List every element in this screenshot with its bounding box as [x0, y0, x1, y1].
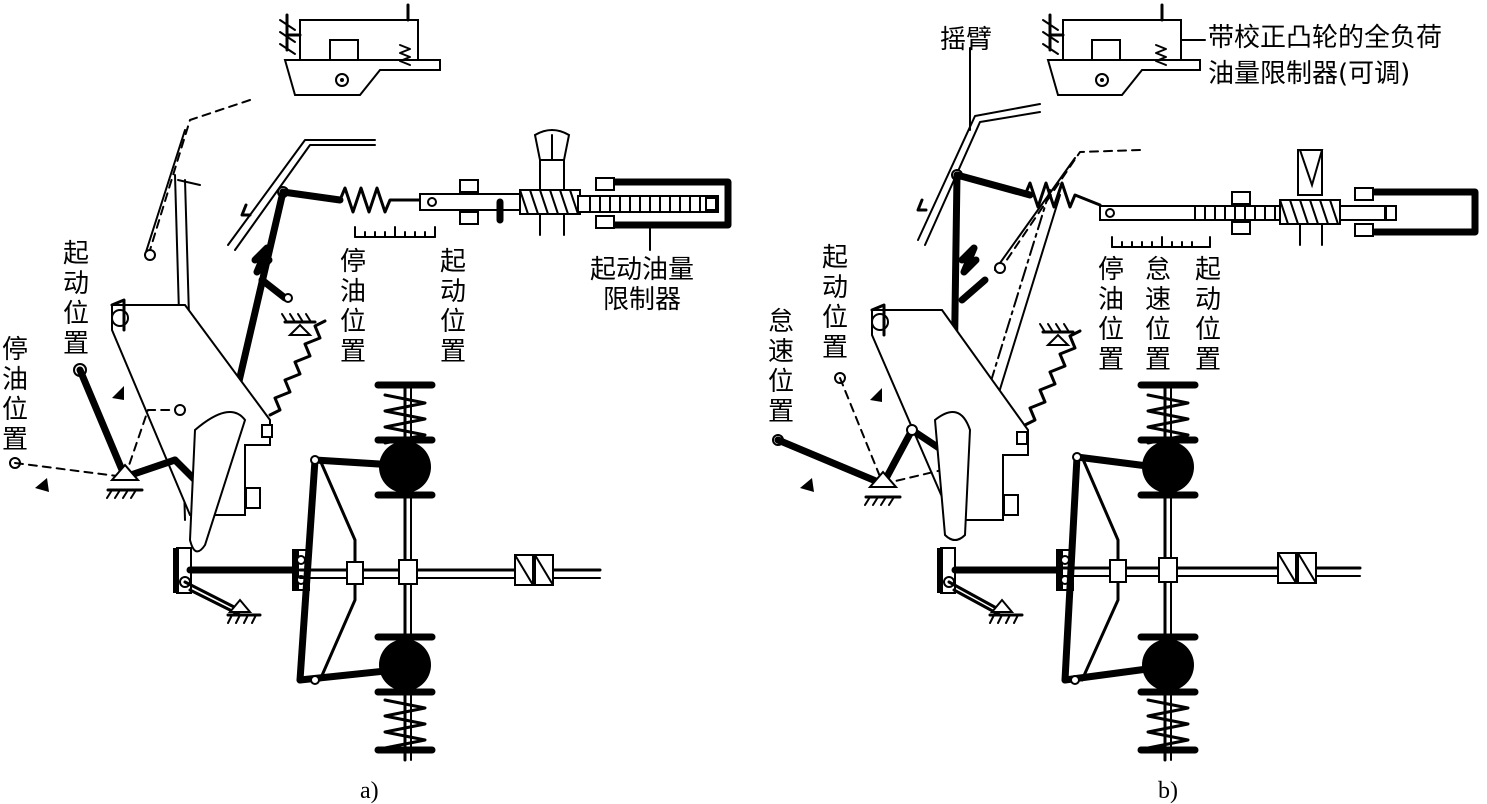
stop-position-label-scale-a: 停 油 位 置 — [340, 247, 366, 367]
control-rod-b — [1099, 149, 1479, 246]
diagram-label: 油 — [2, 365, 28, 395]
diagram-label: 位 — [2, 395, 28, 425]
scale-b — [1111, 236, 1211, 248]
diagram-label: 位 — [440, 307, 466, 337]
top-housing-a — [279, 3, 441, 96]
diagram-label: 动 — [822, 273, 848, 303]
diagram-label: 停 — [1098, 255, 1124, 285]
diagram-label: 动 — [63, 269, 89, 299]
top-housing-b — [1042, 3, 1206, 96]
diagram-label: 位 — [1098, 315, 1124, 345]
diagram-label: 位 — [1195, 315, 1221, 345]
diagram-label: 怠 — [768, 307, 794, 337]
diagram-label: 怠 — [1145, 255, 1171, 285]
start-position-label-left-b: 起 动 位 置 — [822, 243, 848, 363]
diagram-label: 位 — [768, 367, 794, 397]
full-load-limiter-label-line1: 带校正凸轮的全负荷 — [1208, 23, 1442, 53]
full-load-limiter-label-line2: 油量限制器(可调) — [1208, 59, 1410, 89]
panel-a: 起 动 位 置 停 油 位 置 停 油 位 置 起 动 位 置 — [2, 3, 732, 804]
diagram-label: 油 — [340, 277, 366, 307]
spring-b — [1023, 181, 1102, 209]
start-fuel-limiter-label-line2: 限制器 — [603, 285, 681, 315]
diagram-label: 置 — [822, 333, 848, 363]
diagram-label: 速 — [1145, 285, 1171, 315]
start-position-label-left-a: 起 动 位 置 — [63, 239, 89, 359]
start-fuel-limiter-label-line1: 起动油量 — [590, 255, 694, 285]
lower-linkage-b — [937, 547, 1074, 624]
diagram-label: 油 — [1098, 285, 1124, 315]
diagram-label: 动 — [440, 277, 466, 307]
diagram-label: 置 — [1098, 345, 1124, 375]
flyweights-a — [296, 381, 602, 762]
diagram-label: 置 — [440, 337, 466, 367]
panel-b: 摇臂 带校正凸轮的全负荷 油量限制器(可调) 起 动 位 置 怠 速 位 置 停… — [768, 3, 1479, 804]
lower-linkage-a — [173, 547, 310, 624]
diagram-label: 动 — [1195, 285, 1221, 315]
diagram-label: 置 — [768, 397, 794, 427]
labels-a: 起 动 位 置 停 油 位 置 停 油 位 置 起 动 位 置 — [2, 224, 694, 804]
caption-a: a) — [360, 778, 379, 804]
diagram-label: 位 — [1145, 315, 1171, 345]
spring-a — [338, 186, 422, 214]
stop-position-label-scale-b: 停 油 位 置 — [1098, 255, 1124, 375]
diagram-label: 起 — [63, 239, 89, 269]
gov-spring-a — [268, 313, 327, 417]
idle-position-label-left-b: 怠 速 位 置 — [768, 307, 794, 427]
control-rod-a — [419, 129, 732, 236]
diagram-label: 位 — [340, 307, 366, 337]
diagram-label: 位 — [822, 303, 848, 333]
diagram-label: 停 — [340, 247, 366, 277]
idle-position-label-scale-b: 怠 速 位 置 — [1145, 255, 1171, 375]
diagram-label: 置 — [1145, 345, 1171, 375]
scale-a — [354, 226, 436, 238]
start-position-label-scale-b: 起 动 位 置 — [1195, 255, 1221, 375]
diagram-label: 置 — [2, 425, 28, 455]
diagram-label: 起 — [440, 247, 466, 277]
diagram-label: 速 — [768, 337, 794, 367]
caption-b: b) — [1158, 778, 1178, 804]
diagram-label: 置 — [340, 337, 366, 367]
operating-lever-b — [772, 372, 972, 541]
diagram-label: 置 — [1195, 345, 1221, 375]
start-position-label-scale-a: 起 动 位 置 — [440, 247, 466, 367]
diagram-label: 停 — [2, 335, 28, 365]
diagram-label: 起 — [822, 243, 848, 273]
rocker-arm-label: 摇臂 — [940, 25, 992, 55]
diagram-label: 位 — [63, 299, 89, 329]
flyweights-b — [1058, 381, 1362, 762]
gov-spring-b — [1023, 323, 1082, 427]
diagram-label: 起 — [1195, 255, 1221, 285]
labels-b: 摇臂 带校正凸轮的全负荷 油量限制器(可调) 起 动 位 置 怠 速 位 置 停… — [768, 23, 1442, 804]
stop-position-label-left-a: 停 油 位 置 — [2, 335, 28, 455]
diagram-label: 置 — [63, 329, 89, 359]
operating-lever-a — [9, 363, 247, 553]
